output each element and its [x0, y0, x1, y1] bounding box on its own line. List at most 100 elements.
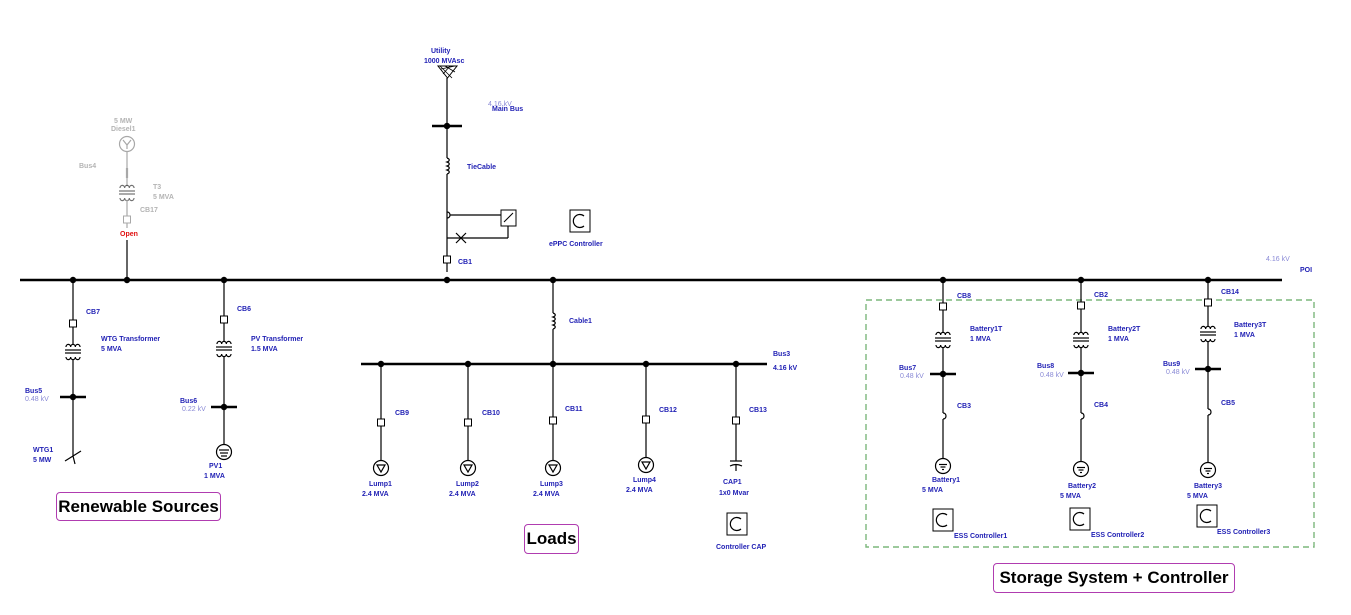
poi-voltage: 4.16 kV	[1266, 256, 1290, 263]
battery3t-rating: 1 MVA	[1234, 332, 1255, 339]
poi-label: POI	[1300, 267, 1312, 274]
lump3-name: Lump3	[540, 481, 563, 488]
tie-cable-label: TieCable	[467, 164, 496, 171]
battery3-icon[interactable]	[1199, 461, 1217, 479]
t3-label: T3	[153, 184, 161, 191]
bus9-label: Bus9	[1163, 361, 1180, 368]
utility-label: Utility	[431, 48, 451, 55]
eppc-label: ePPC Controller	[549, 241, 603, 248]
ess-controller3-label: ESS Controller3	[1217, 529, 1270, 536]
lump2-load-icon[interactable]	[459, 459, 477, 477]
cb13-breaker[interactable]	[732, 416, 740, 425]
cb1-label: CB1	[458, 259, 472, 266]
wtg-transformer-icon[interactable]	[64, 343, 82, 361]
cb8-label: CB8	[957, 293, 971, 300]
cb3-breaker[interactable]	[942, 412, 947, 420]
cb5-breaker[interactable]	[1207, 408, 1212, 416]
bus8-voltage: 0.48 kV	[1040, 372, 1064, 379]
battery3t-label: Battery3T	[1234, 322, 1267, 329]
tie-cable-icon[interactable]	[446, 157, 450, 175]
cb4-breaker[interactable]	[1080, 412, 1085, 420]
battery1-name: Battery1	[932, 477, 960, 484]
storage-group-frame	[865, 299, 1315, 548]
lump1-name: Lump1	[369, 481, 392, 488]
ess-controller2-icon[interactable]	[1069, 507, 1091, 531]
wtg-transformer-label: WTG Transformer	[101, 336, 160, 343]
battery2t-transformer-icon[interactable]	[1072, 331, 1090, 349]
cap-controller-icon[interactable]	[726, 512, 748, 536]
wtg-name: WTG1	[33, 447, 53, 454]
bus9-voltage: 0.48 kV	[1166, 369, 1190, 376]
bus7-label: Bus7	[899, 365, 916, 372]
pv-transformer-label: PV Transformer	[251, 336, 303, 343]
lump2-name: Lump2	[456, 481, 479, 488]
battery2-icon[interactable]	[1072, 460, 1090, 478]
cb4-label: CB4	[1094, 402, 1108, 409]
lump3-rating: 2.4 MVA	[533, 491, 560, 498]
lump1-load-icon[interactable]	[372, 459, 390, 477]
cb11-label: CB11	[565, 406, 583, 413]
battery3-name: Battery3	[1194, 483, 1222, 490]
diesel-generator-icon[interactable]	[118, 135, 136, 153]
bus6-label: Bus6	[180, 398, 197, 405]
cb7-label: CB7	[86, 309, 100, 316]
cb7-breaker[interactable]	[69, 319, 77, 328]
lump2-rating: 2.4 MVA	[449, 491, 476, 498]
cb10-breaker[interactable]	[464, 418, 472, 427]
eppc-controller-icon[interactable]	[569, 209, 591, 233]
t3-rating: 5 MVA	[153, 194, 174, 201]
cb14-label: CB14	[1221, 289, 1239, 296]
ess-controller1-icon[interactable]	[932, 508, 954, 532]
cb12-breaker[interactable]	[642, 415, 650, 424]
battery3-rating: 5 MVA	[1187, 493, 1208, 500]
renewable-sources-caption: Renewable Sources	[56, 492, 221, 521]
bus7-voltage: 0.48 kV	[900, 373, 924, 380]
pv-transformer-rating: 1.5 MVA	[251, 346, 278, 353]
cb9-label: CB9	[395, 410, 409, 417]
cb3-label: CB3	[957, 403, 971, 410]
wind-turbine-icon[interactable]	[64, 449, 82, 465]
t3-transformer-icon[interactable]	[118, 184, 136, 202]
pv-name: PV1	[209, 463, 222, 470]
bus3-label: Bus3	[773, 351, 790, 358]
wtg-rating: 5 MW	[33, 457, 52, 464]
pv-transformer-icon[interactable]	[215, 340, 233, 358]
ess-controller3-icon[interactable]	[1196, 504, 1218, 528]
cb14-breaker[interactable]	[1204, 298, 1212, 307]
ess-controller2-label: ESS Controller2	[1091, 532, 1144, 539]
battery2t-rating: 1 MVA	[1108, 336, 1129, 343]
battery2-rating: 5 MVA	[1060, 493, 1081, 500]
cb1-breaker[interactable]	[443, 255, 451, 264]
cb6-label: CB6	[237, 306, 251, 313]
wtg-transformer-rating: 5 MVA	[101, 346, 122, 353]
battery1-icon[interactable]	[934, 457, 952, 475]
main-bus-voltage: 4.16 kV	[488, 101, 512, 108]
cb17-label: CB17	[140, 207, 158, 214]
bus8-label: Bus8	[1037, 363, 1054, 370]
battery1-rating: 5 MVA	[922, 487, 943, 494]
cb17-breaker[interactable]	[123, 215, 131, 224]
storage-caption: Storage System + Controller	[993, 563, 1235, 593]
cb9-breaker[interactable]	[377, 418, 385, 427]
cb11-breaker[interactable]	[549, 416, 557, 425]
battery3t-transformer-icon[interactable]	[1199, 325, 1217, 343]
utility-grid-icon[interactable]	[436, 65, 459, 79]
relay-meter-icon[interactable]	[446, 209, 517, 244]
bus5-voltage: 0.48 kV	[25, 396, 49, 403]
pv-array-icon[interactable]	[215, 443, 233, 461]
cb8-breaker[interactable]	[939, 302, 947, 311]
cb6-breaker[interactable]	[220, 315, 228, 324]
battery2-name: Battery2	[1068, 483, 1096, 490]
battery1t-transformer-icon[interactable]	[934, 331, 952, 349]
cap1-rating: 1x0 Mvar	[719, 490, 749, 497]
battery1t-label: Battery1T	[970, 326, 1003, 333]
lump4-load-icon[interactable]	[637, 456, 655, 474]
capacitor-icon[interactable]	[729, 460, 743, 471]
lump3-load-icon[interactable]	[544, 459, 562, 477]
bus6-voltage: 0.22 kV	[182, 406, 206, 413]
cb2-breaker[interactable]	[1077, 301, 1085, 310]
lump4-rating: 2.4 MVA	[626, 487, 653, 494]
cable1-label: Cable1	[569, 318, 592, 325]
cb12-label: CB12	[659, 407, 677, 414]
cable1-icon[interactable]	[552, 312, 556, 330]
